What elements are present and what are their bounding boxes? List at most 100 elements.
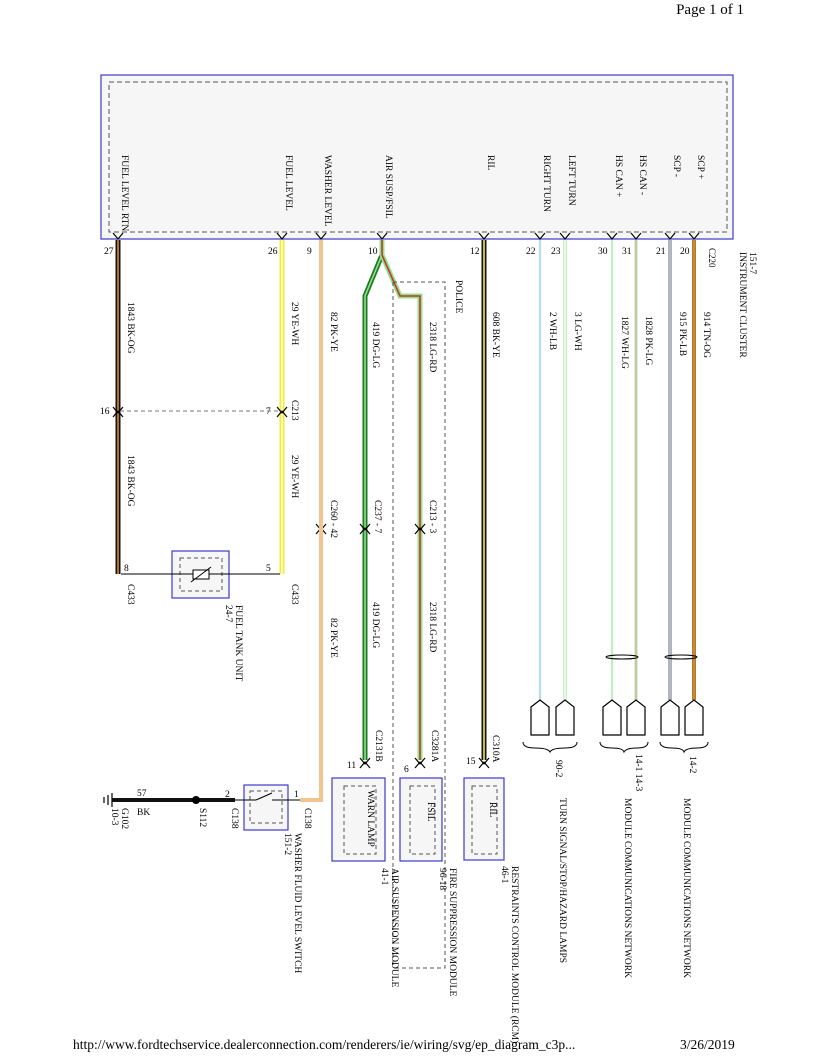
pin-chevron-icon [478, 232, 490, 240]
cluster-pin-label: HS CAN - [637, 155, 647, 195]
instrument-cluster-box [100, 74, 734, 240]
cluster-pin-number: 26 [268, 247, 278, 257]
cluster-pin-number: 20 [680, 247, 690, 257]
rcm-box [463, 777, 505, 861]
destination-braces [522, 741, 709, 754]
cluster-pin-label: LEFT TURN [566, 155, 576, 206]
ground-name: G102 [119, 808, 129, 829]
pin-chevron-icon [559, 232, 571, 240]
c213-label: C213 [289, 400, 299, 421]
destination-connectors [530, 699, 704, 736]
ground-icon [103, 793, 113, 807]
page-footer: http://www.fordtechservice.dealerconnect… [0, 1035, 816, 1055]
c433-pin: 5 [266, 564, 271, 574]
c260-label: C260 - 42 [328, 500, 338, 538]
c2131b-pin: 11 [347, 761, 356, 771]
wire-label: 2318 LG-RD [427, 602, 437, 653]
fuel-tank-name: FUEL TANK UNIT [233, 605, 243, 681]
cluster-pin-label: FUEL LEVEL [283, 155, 293, 211]
page-number: Page 1 of 1 [676, 2, 744, 18]
air-suspension-box [331, 777, 386, 862]
wire-label: 608 BK-YE [490, 312, 500, 358]
dest-desc: MODULE COMMUNICATIONS NETWORK [681, 798, 691, 978]
instrument-cluster-inner [108, 81, 728, 233]
police-box [393, 281, 446, 969]
wire-label: 1828 PK-LG [643, 316, 653, 365]
wires [112, 240, 696, 800]
pin-chevron-icon [315, 232, 327, 240]
dest-desc: MODULE COMMUNICATIONS NETWORK [622, 798, 632, 978]
destination-connector-icon [555, 699, 575, 736]
washer-switch-name: WASHER FLUID LEVEL SWITCH [292, 833, 302, 973]
c310a-pin: 15 [466, 757, 476, 767]
c433-label: C433 [289, 584, 299, 605]
fire-supp-ref: 96-18 [437, 868, 447, 890]
wire-label: 914 TN-OG [701, 312, 711, 358]
cluster-pin-label: RIL [485, 155, 495, 171]
rcm-name: RESTRAINTS CONTROL MODULE (RCM) [509, 866, 520, 1043]
pin-chevron-icon [534, 232, 546, 240]
destination-connector-icon [684, 699, 704, 736]
c237-label: C237 - 7 [372, 500, 382, 534]
cluster-pin-number: 22 [526, 247, 536, 257]
cluster-pin-number: 23 [551, 247, 561, 257]
pin-chevron-icon [112, 232, 124, 240]
wire-label: 82 PK-YE [328, 312, 338, 352]
c2131b-connector-icon [359, 757, 371, 765]
police-label: POLICE [453, 280, 463, 313]
pin-chevron-icon [688, 232, 700, 240]
c433-label: C433 [125, 584, 135, 605]
switch-contact-icon [255, 792, 273, 801]
cluster-pin-label: SCP + [695, 155, 705, 179]
wire-label: 2 WH-LB [547, 312, 557, 350]
rcm-inner: RIL [487, 802, 497, 818]
c138-label: C138 [302, 808, 312, 829]
pin-chevron-icon [664, 232, 676, 240]
c213-connector-icon [112, 406, 124, 414]
splice-label: S112 [197, 808, 207, 827]
page-header: Page 1 of 1 [0, 0, 816, 30]
twist-marker-icon [605, 654, 698, 660]
fuel-tank-ref: 24-7 [223, 605, 233, 623]
c138-pin: 2 [225, 790, 230, 800]
wire-2318-lg-rd-stripe [381, 240, 421, 760]
c138-pin: 1 [294, 790, 299, 800]
wire-label: 3 LG-WH [572, 312, 582, 351]
c3281a-label: C3281A [429, 730, 439, 762]
destination-connector-icon [626, 699, 646, 736]
cluster-connector: C220 [707, 248, 717, 268]
cluster-pin-label: HS CAN + [613, 155, 623, 197]
air-susp-ref: 41-1 [379, 868, 389, 886]
cluster-pin-number: 27 [104, 247, 114, 257]
c213-3-connector-icon [414, 523, 426, 531]
cluster-pin-label: AIR SUSP/FSIL [383, 155, 393, 219]
dest-desc: TURN SIGNAL/STOP/HAZARD LAMPS [557, 798, 567, 963]
c310a-label: C310A [490, 735, 500, 763]
destination-connector-icon [602, 699, 622, 736]
cluster-name: INSTRUMENT CLUSTER [737, 252, 747, 358]
cluster-pin-number: 30 [598, 247, 608, 257]
wire-2318-lg-rd [379, 240, 423, 760]
wire-label: 82 PK-YE [328, 618, 338, 658]
wire-label: 915 PK-LB [677, 312, 687, 356]
washer-switch-ref: 151-2 [282, 833, 292, 855]
c213-connector-icon [276, 406, 288, 414]
wire-label: 1827 WH-LG [619, 316, 629, 369]
pin-chevron-icon [376, 232, 388, 240]
cluster-pin-number: 21 [656, 247, 666, 257]
cluster-ref: 151-7 [747, 252, 757, 274]
pin-chevron-icon [606, 232, 618, 240]
footer-date: 3/26/2019 [680, 1037, 735, 1052]
c213-3-label: C213 - 3 [427, 500, 437, 534]
c3281a-connector-icon [414, 757, 426, 765]
footer-url: http://www.fordtechservice.dealerconnect… [73, 1037, 576, 1052]
fire-supp-inner: FSIL [425, 802, 435, 822]
dest-ref: 14-2 [687, 756, 697, 774]
dest-ref: 14-1 14-3 [633, 754, 643, 791]
wire-label: 29 YE-WH [289, 455, 299, 498]
pin-chevron-icon [630, 232, 642, 240]
rcm-ref: 46-1 [499, 866, 509, 884]
